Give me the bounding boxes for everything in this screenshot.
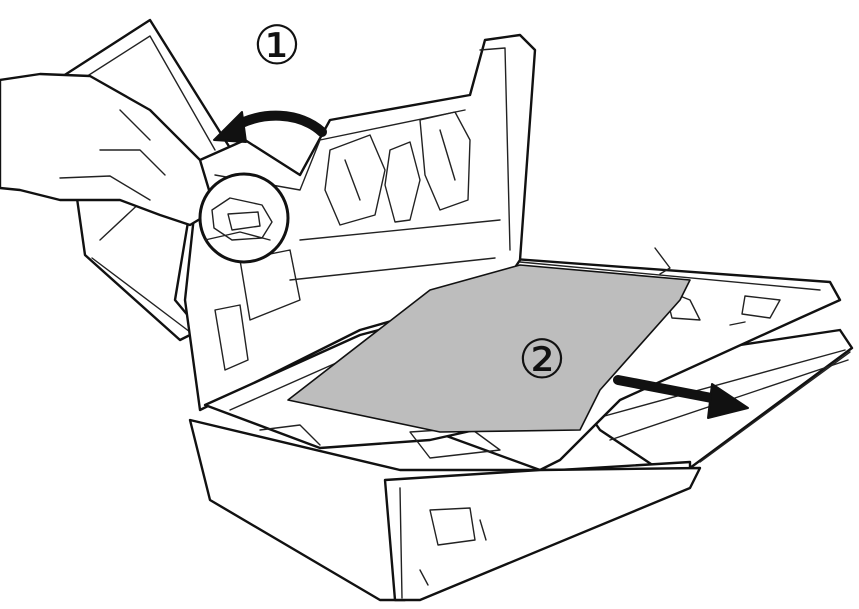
scanner-body bbox=[188, 418, 702, 602]
lid-release-lever-icon bbox=[198, 172, 290, 264]
curved-arrow-icon bbox=[213, 110, 327, 143]
step-2-label: ② bbox=[517, 328, 567, 391]
feed-rollers bbox=[324, 111, 471, 226]
hand-icon bbox=[0, 72, 217, 227]
straight-arrow-icon bbox=[613, 375, 749, 419]
jammed-paper bbox=[287, 264, 691, 433]
step-1-label: ① bbox=[252, 14, 302, 77]
scanner-lid bbox=[183, 33, 537, 412]
